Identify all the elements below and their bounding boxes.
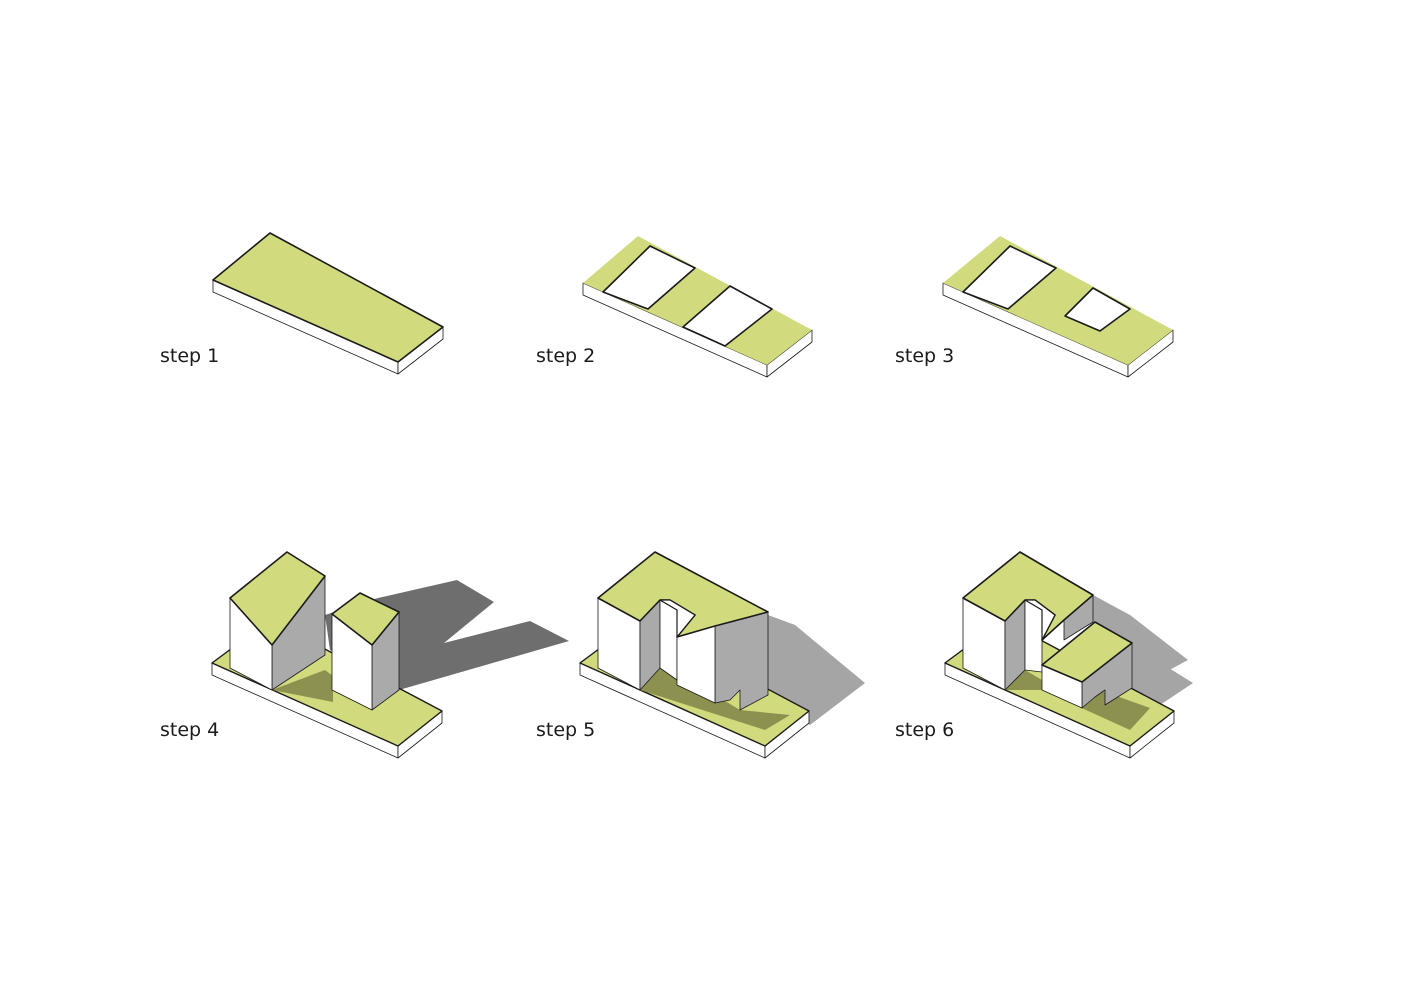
step-6-low-side bbox=[1081, 642, 1133, 709]
step-5-roof-void bbox=[659, 599, 696, 638]
step-3-void-1 bbox=[962, 245, 1057, 310]
step-2-void-1 bbox=[602, 245, 696, 310]
step-5-label: step 5 bbox=[536, 719, 596, 741]
step-4-label: step 4 bbox=[160, 719, 220, 741]
step-2-void-2 bbox=[682, 285, 773, 347]
step-4-ground-shadow bbox=[272, 670, 333, 702]
step-4-two-towers bbox=[211, 551, 569, 759]
step-6-notch-back bbox=[1024, 599, 1043, 673]
step-3-void-2 bbox=[1064, 287, 1131, 332]
step-5-cast-shadow bbox=[768, 615, 865, 725]
step-4-tower-1-top bbox=[229, 551, 326, 646]
step-5-mass-side bbox=[714, 611, 769, 711]
step-1-site-slab bbox=[212, 232, 444, 375]
step-5-bridged-mass bbox=[579, 551, 865, 759]
step-1-label: step 1 bbox=[160, 345, 220, 367]
step-6-tall-roof-void bbox=[1024, 599, 1056, 641]
step-6-label: step 6 bbox=[895, 719, 955, 741]
step-3-slab bbox=[942, 236, 1174, 378]
step-2-striped-slab bbox=[582, 236, 813, 378]
step-3-label: step 3 bbox=[895, 345, 955, 367]
step-6-cast-shadow-lower bbox=[1132, 645, 1193, 705]
step-4-tower-2-top bbox=[331, 592, 400, 646]
step-6-terraced-mass bbox=[944, 551, 1193, 759]
step-6-ground-shadow bbox=[1005, 670, 1042, 690]
step-2-label: step 2 bbox=[536, 345, 596, 367]
step-1-green-top bbox=[212, 232, 444, 363]
step-6-low-roof bbox=[1041, 621, 1133, 683]
step-5-notch-back bbox=[659, 599, 678, 681]
step-6-ground-shadow-2 bbox=[1075, 690, 1150, 730]
